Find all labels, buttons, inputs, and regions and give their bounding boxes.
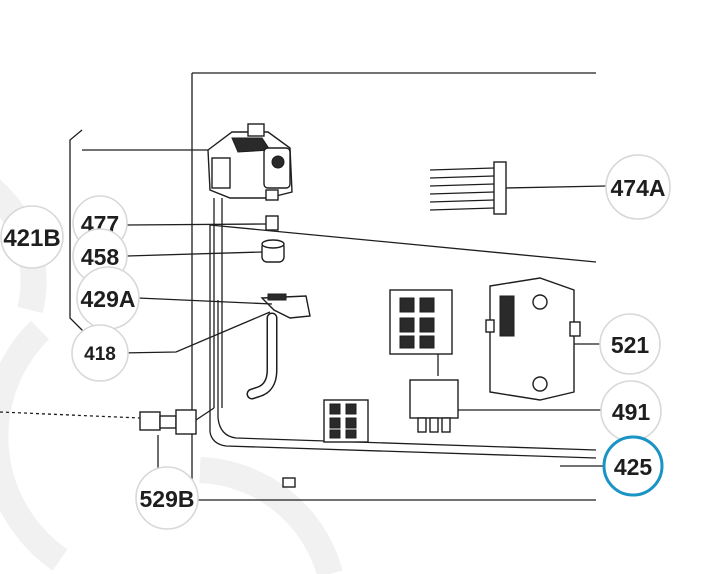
module-521 [485, 277, 581, 401]
callout-429a: 429A [76, 266, 140, 330]
fitting-529b [0, 407, 215, 435]
bracket-429a [260, 293, 311, 319]
svg-text:529B: 529B [140, 486, 195, 512]
relay-491 [409, 379, 459, 433]
svg-text:421B: 421B [3, 225, 60, 252]
callout-425-highlighted: 425 [602, 435, 664, 497]
svg-text:418: 418 [84, 344, 116, 365]
callout-529b: 529B [135, 466, 199, 530]
sleeve-458 [261, 239, 285, 263]
seal-477 [265, 215, 279, 231]
callout-491: 491 [600, 380, 662, 442]
svg-text:474A: 474A [611, 175, 666, 201]
svg-text:521: 521 [611, 332, 650, 358]
svg-text:425: 425 [614, 454, 653, 480]
callout-474a: 474A [605, 154, 671, 220]
callout-521: 521 [599, 313, 661, 375]
callout-418: 418 [71, 324, 129, 382]
terminal-block-upper [389, 289, 453, 376]
callout-421b: 421B [0, 205, 64, 269]
svg-text:491: 491 [612, 399, 651, 425]
valve-421b [207, 123, 293, 408]
leader-lines [69, 129, 608, 482]
svg-text:458: 458 [81, 244, 120, 270]
terminal-block-lower [323, 399, 369, 443]
svg-text:429A: 429A [81, 286, 136, 312]
connector-474a [429, 161, 507, 215]
